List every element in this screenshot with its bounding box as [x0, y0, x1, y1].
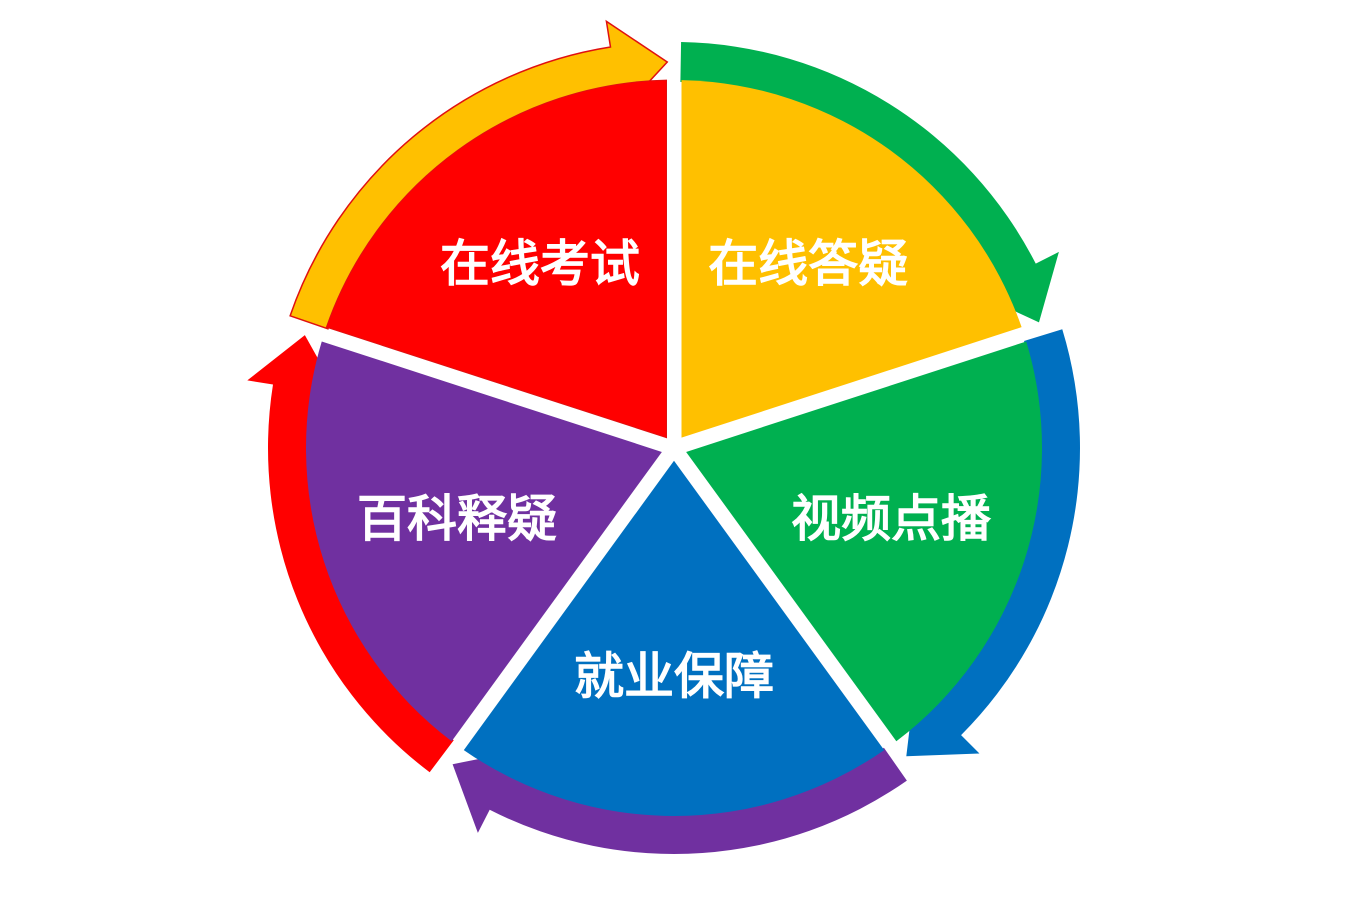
- segment-wedge-employment: [463, 460, 885, 816]
- segment-wedge-online-qa: [681, 80, 1022, 438]
- cycle-arrow-employment: [452, 747, 907, 854]
- segment-label-video-on-demand: 视频点播: [791, 489, 992, 548]
- segment-label-employment: 就业保障: [574, 647, 774, 706]
- labels-layer: 在线答疑 视频点播 就业保障 百科释疑 在线考试: [357, 234, 992, 706]
- segment-wedge-encyclopedia: [306, 341, 662, 742]
- segment-label-online-exam: 在线考试: [440, 234, 640, 293]
- segment-wedge-video-on-demand: [686, 341, 1042, 742]
- cycle-arrow-online-qa: [680, 42, 1059, 323]
- segment-wedge-online-exam: [325, 79, 667, 439]
- segments-layer: [306, 79, 1042, 816]
- segment-label-encyclopedia: 百科释疑: [357, 489, 557, 548]
- cycle-arrow-encyclopedia: [247, 335, 454, 773]
- segment-label-online-qa: 在线答疑: [708, 234, 908, 293]
